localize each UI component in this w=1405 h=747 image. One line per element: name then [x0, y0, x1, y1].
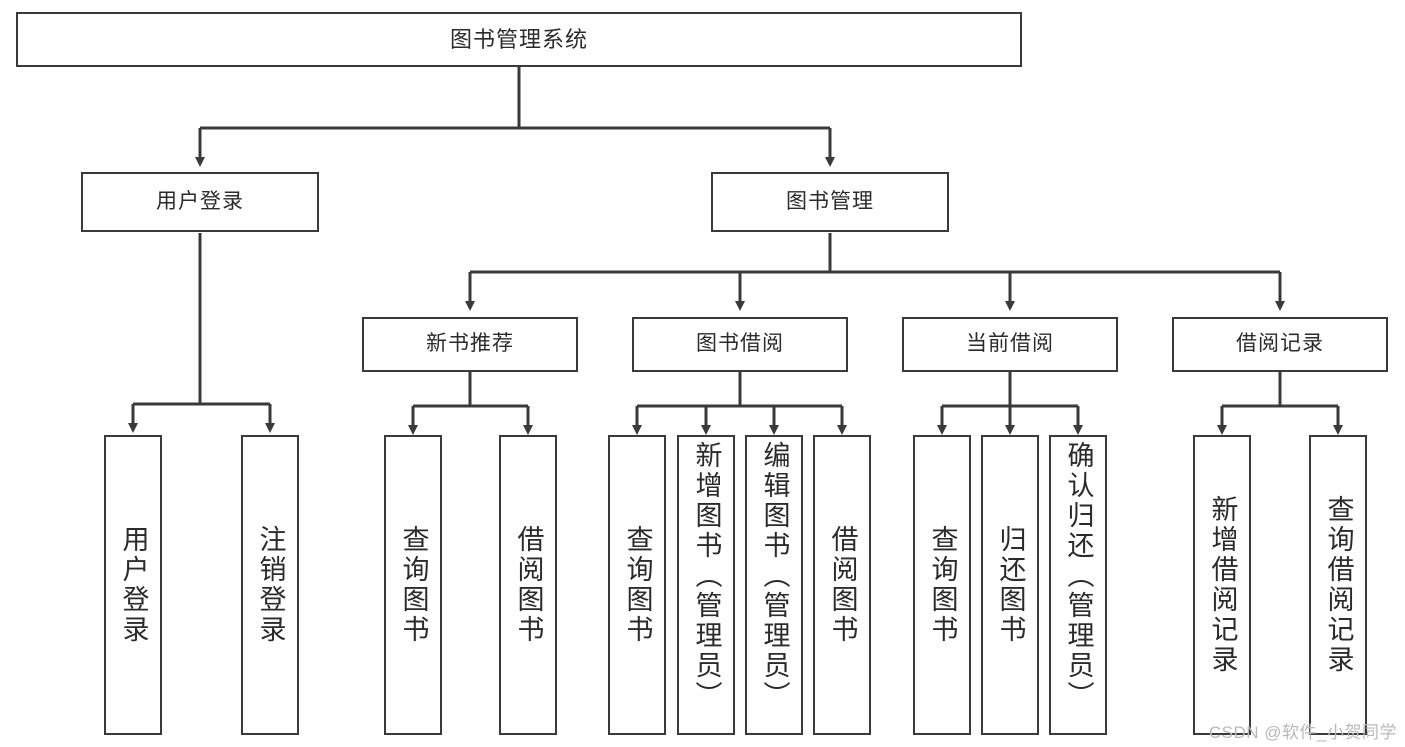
node-borrow-record[interactable]: 借阅记录 — [1172, 317, 1388, 372]
node-label: 图书管理 — [786, 189, 874, 213]
node-label: 确认归还（管理员） — [1063, 441, 1094, 711]
node-label: 查询图书 — [398, 525, 429, 645]
node-root-system[interactable]: 图书管理系统 — [16, 12, 1022, 67]
leaf-borrow-add-book-admin[interactable]: 新增图书（管理员） — [677, 435, 735, 735]
leaf-current-query-book[interactable]: 查询图书 — [913, 435, 971, 735]
node-label: 注销登录 — [255, 525, 286, 645]
leaf-user-login-logout[interactable]: 注销登录 — [241, 435, 299, 735]
node-label: 新书推荐 — [426, 332, 514, 356]
node-label: 借阅图书 — [827, 525, 858, 645]
node-label: 借阅图书 — [513, 525, 544, 645]
leaf-record-query-record[interactable]: 查询借阅记录 — [1309, 435, 1367, 735]
node-label: 新增图书（管理员） — [691, 441, 722, 711]
node-label: 图书借阅 — [696, 332, 784, 356]
node-current-borrow[interactable]: 当前借阅 — [902, 317, 1118, 372]
leaf-borrow-query-book[interactable]: 查询图书 — [608, 435, 666, 735]
leaf-recommend-query-book[interactable]: 查询图书 — [384, 435, 442, 735]
node-book-management[interactable]: 图书管理 — [711, 172, 949, 232]
leaf-borrow-borrow-book[interactable]: 借阅图书 — [813, 435, 871, 735]
leaf-recommend-borrow-book[interactable]: 借阅图书 — [499, 435, 557, 735]
leaf-record-add-record[interactable]: 新增借阅记录 — [1193, 435, 1251, 735]
node-label: 用户登录 — [118, 525, 149, 645]
node-label: 图书管理系统 — [449, 26, 588, 52]
node-label: 编辑图书（管理员） — [759, 441, 790, 711]
node-label: 当前借阅 — [966, 332, 1054, 356]
csdn-watermark: CSDN @软件_小贺同学 — [1208, 723, 1397, 742]
node-label: 新增借阅记录 — [1207, 495, 1238, 675]
node-label: 查询借阅记录 — [1323, 495, 1354, 675]
node-user-login[interactable]: 用户登录 — [81, 172, 319, 232]
leaf-borrow-edit-book-admin[interactable]: 编辑图书（管理员） — [745, 435, 803, 735]
leaf-user-login-login[interactable]: 用户登录 — [104, 435, 162, 735]
node-label: 查询图书 — [927, 525, 958, 645]
node-new-book-recommend[interactable]: 新书推荐 — [362, 317, 578, 372]
leaf-current-return-book[interactable]: 归还图书 — [981, 435, 1039, 735]
node-label: 用户登录 — [156, 189, 244, 213]
node-label: 借阅记录 — [1236, 332, 1324, 356]
node-label: 查询图书 — [622, 525, 653, 645]
node-label: 归还图书 — [995, 525, 1026, 645]
node-book-borrow[interactable]: 图书借阅 — [632, 317, 848, 372]
leaf-current-confirm-return-admin[interactable]: 确认归还（管理员） — [1049, 435, 1107, 735]
